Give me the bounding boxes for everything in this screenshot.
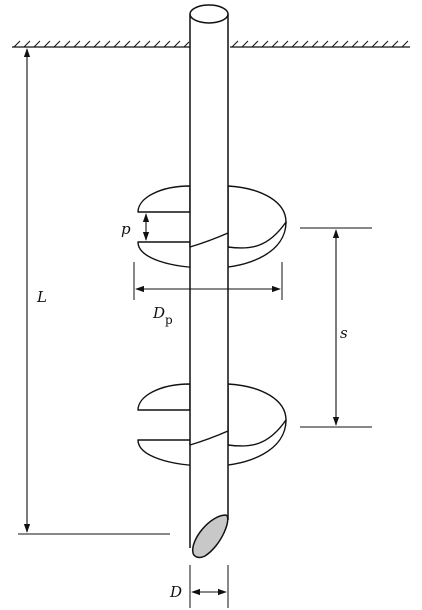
pile-tip-face: [192, 514, 229, 559]
dimension-plate-diameter-label: Dp: [152, 304, 173, 327]
dimension-pitch: p: [121, 213, 150, 241]
dimension-plate-diameter-subscript: p: [165, 313, 173, 327]
dimension-plate-diameter: Dp: [133, 262, 283, 327]
helix-plate-upper-lower-face: [137, 221, 287, 269]
ground-hatch: [13, 40, 409, 48]
dimension-shaft-diameter: D: [169, 565, 229, 608]
helix-upper-front-edge: [189, 232, 229, 248]
ground-surface: [12, 40, 410, 48]
pile-shaft-body: [190, 14, 228, 534]
dimension-plate-diameter-symbol: D: [152, 304, 165, 322]
dimension-spacing: s: [300, 227, 372, 428]
pile-shaft: [189, 4, 229, 548]
helix-lower-front-edge: [189, 430, 229, 446]
dimension-spacing-label: s: [340, 324, 348, 342]
helix-front-edges: [189, 232, 229, 446]
helix-plate-lower: [137, 383, 287, 467]
dimension-length-label: L: [36, 288, 47, 306]
helix-plate-upper: [137, 185, 287, 269]
helix-plate-upper-top-face: [137, 185, 191, 213]
dimension-pitch-label: p: [121, 220, 131, 238]
helix-plate-lower-lower-face: [137, 419, 287, 467]
dimension-length: L: [18, 48, 170, 535]
dimension-shaft-diameter-label: D: [169, 583, 182, 601]
pile-shaft-top-end: [189, 4, 229, 24]
helix-plate-lower-top-face: [137, 383, 191, 411]
pile-tip: [192, 514, 229, 559]
